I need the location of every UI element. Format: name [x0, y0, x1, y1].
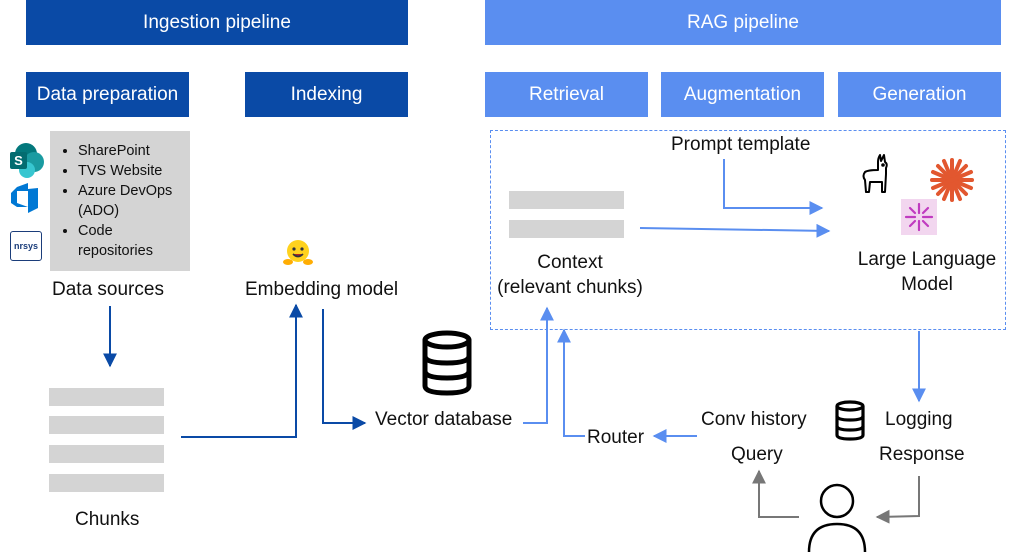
nrsys-logo-icon: nrsys	[10, 231, 42, 261]
user-icon	[807, 483, 867, 553]
chunks-to-embedding-arrow	[181, 303, 303, 438]
context-line-1: Context	[537, 252, 603, 273]
data-preparation-stage: Data preparation	[26, 72, 189, 117]
prompt-template-label: Prompt template	[671, 134, 811, 155]
source-item: SharePoint	[78, 141, 190, 161]
rag-pipeline-header: RAG pipeline	[485, 0, 1001, 45]
vectordb-to-context-arrow	[523, 306, 554, 424]
azure-devops-icon	[11, 183, 38, 213]
data-sources-label: Data sources	[52, 279, 164, 300]
rag-pipeline-label: RAG pipeline	[687, 11, 799, 33]
llm-line-1: Large Language	[857, 249, 997, 270]
source-item: (ADO)	[78, 203, 120, 219]
response-to-user-arrow	[875, 476, 920, 524]
chunk-bar	[49, 388, 164, 406]
logging-database-icon	[835, 400, 865, 441]
response-label: Response	[879, 444, 965, 465]
ingestion-pipeline-header: Ingestion pipeline	[26, 0, 408, 45]
embedding-model-label: Embedding model	[245, 279, 399, 300]
chunk-bar	[49, 416, 164, 434]
source-item: TVS Website	[78, 161, 190, 181]
retrieval-stage: Retrieval	[485, 72, 648, 117]
rag-context-container	[490, 130, 1006, 330]
source-item: Code	[78, 221, 190, 241]
claude-sparkle-icon	[930, 158, 974, 202]
query-label: Query	[731, 444, 783, 465]
generation-label: Generation	[872, 83, 967, 105]
vector-database-label: Vector database	[375, 409, 513, 430]
llm-line-2: Model	[901, 274, 953, 295]
chunk-bar	[49, 445, 164, 463]
data-preparation-label: Data preparation	[36, 83, 179, 105]
database-icon	[422, 330, 472, 396]
user-to-query-arrow	[752, 469, 799, 518]
context-to-llm-arrow	[639, 223, 831, 238]
augmentation-stage: Augmentation	[661, 72, 824, 117]
logging-label: Logging	[885, 409, 953, 430]
chunks-label: Chunks	[75, 509, 140, 530]
source-item: Azure DevOps	[78, 181, 190, 201]
sharepoint-icon: S	[10, 143, 44, 178]
router-to-context-arrow	[557, 328, 585, 437]
svg-text:S: S	[14, 153, 23, 168]
context-label: Context (relevant chunks)	[485, 250, 655, 300]
nrsys-logo-text: nrsys	[13, 241, 39, 251]
retrieval-label: Retrieval	[529, 83, 604, 105]
router-label: Router	[587, 427, 645, 448]
context-line-2: (relevant chunks)	[497, 277, 643, 298]
data-sources-box: SharePoint TVS Website Azure DevOps (ADO…	[50, 131, 190, 271]
generation-stage: Generation	[838, 72, 1001, 117]
context-chunk-bar	[509, 220, 624, 238]
source-item: repositories	[78, 243, 153, 259]
indexing-stage: Indexing	[245, 72, 408, 117]
data-sources-list: SharePoint TVS Website Azure DevOps (ADO…	[50, 131, 190, 261]
ingestion-pipeline-label: Ingestion pipeline	[143, 11, 291, 33]
indexing-label: Indexing	[290, 83, 363, 105]
augmentation-label: Augmentation	[683, 83, 802, 105]
embedding-to-vectordb-arrow	[322, 309, 367, 430]
llama-icon	[862, 154, 888, 193]
conv-history-label: Conv history	[701, 409, 807, 430]
chunk-bar	[49, 474, 164, 492]
context-chunk-bar	[509, 191, 624, 209]
hugging-face-icon	[283, 240, 313, 265]
ai-sparkle-icon	[901, 199, 937, 235]
prompt-template-to-llm-arrow	[723, 159, 824, 215]
llm-label: Large Language Model	[852, 247, 1002, 297]
